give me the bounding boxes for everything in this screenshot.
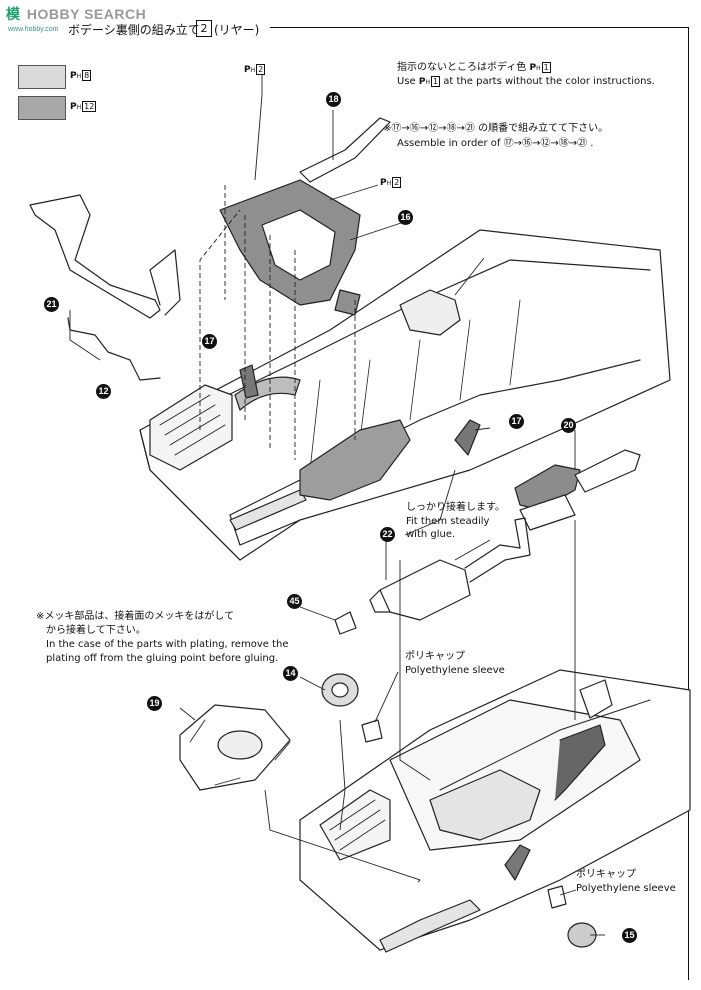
callout-part-12: 12 [96,384,111,399]
brake-line-12 [67,317,161,381]
watermark-logo: 模 HOBBY SEARCH [6,4,146,24]
note-plating-jp-1: ※メッキ部品は、接着面のメッキをはがして [36,611,235,622]
callout-part-17-left: 17 [202,334,217,349]
muffler-20 [514,449,641,531]
shock-absorber-17 [454,419,481,456]
watermark-url: www.hobby.com [8,26,59,33]
note-plating-jp-2: から接着して下さい。 [46,625,146,636]
lower-chassis-floor [299,669,691,953]
callout-part-18: 18 [326,92,341,107]
section-subtitle: (リヤー) [214,23,260,37]
stabilizer-21 [29,194,181,319]
upper-chassis-floor [139,229,671,561]
poly-sleeve-1 [361,719,383,743]
callout-part-21: 21 [44,297,59,312]
callout-part-14: 14 [283,666,298,681]
tail-tip-45 [334,611,357,635]
callout-part-15: 15 [622,928,637,943]
note-glue-en-1: Fit them steadily [406,516,490,527]
poly-sleeve-2 [547,885,567,909]
frame-right-rule [688,27,689,980]
note-poly-en-1: Polyethylene sleeve [405,665,505,676]
hub-right [399,289,461,336]
shock-absorber-17-left [239,364,259,399]
subframe-16 [219,179,361,316]
note-plating-en-1: In the case of the parts with plating, r… [46,639,289,650]
drive-shaft-18 [299,117,391,183]
note-glue-en-2: with glue. [406,529,456,540]
note-plating-en-2: plating off from the gluing point before… [46,653,279,664]
color-swatch-light [18,65,66,89]
callout-part-20: 20 [561,418,576,433]
note-order-en: Assemble in order of ⑰→⑯→⑫→⑱→㉑ . [397,138,594,149]
watermark-kanji: 模 [6,6,21,22]
callout-part-22: 22 [380,527,395,542]
watermark-text: HOBBY SEARCH [26,6,147,22]
callout-part-17-right: 17 [509,414,524,429]
rear-panel-top [149,384,233,471]
color-swatch-dark [18,96,66,120]
axle-lower [504,844,531,881]
note-order-jp: ※⑰→⑯→⑫→⑱→㉑ の順番で組み立てて下さい。 [383,123,609,134]
note-poly-en-2: Polyethylene sleeve [576,883,676,894]
spare-tire-19 [179,704,291,791]
section-title: ボデーシ裏側の組み立て [68,23,200,37]
frame-top-rule [270,27,688,28]
exhaust-22 [369,517,531,621]
note-glue-jp: しっかり接着します。 [406,502,505,513]
callout-part-16: 16 [398,210,413,225]
callout-part-19: 19 [147,696,162,711]
note-poly-jp-1: ポリキャップ [405,651,465,662]
gasket-plate [299,419,411,501]
note-poly-jp-2: ポリキャップ [576,869,636,880]
section-number-box: 2 [196,20,212,37]
callout-part-45: 45 [287,594,302,609]
